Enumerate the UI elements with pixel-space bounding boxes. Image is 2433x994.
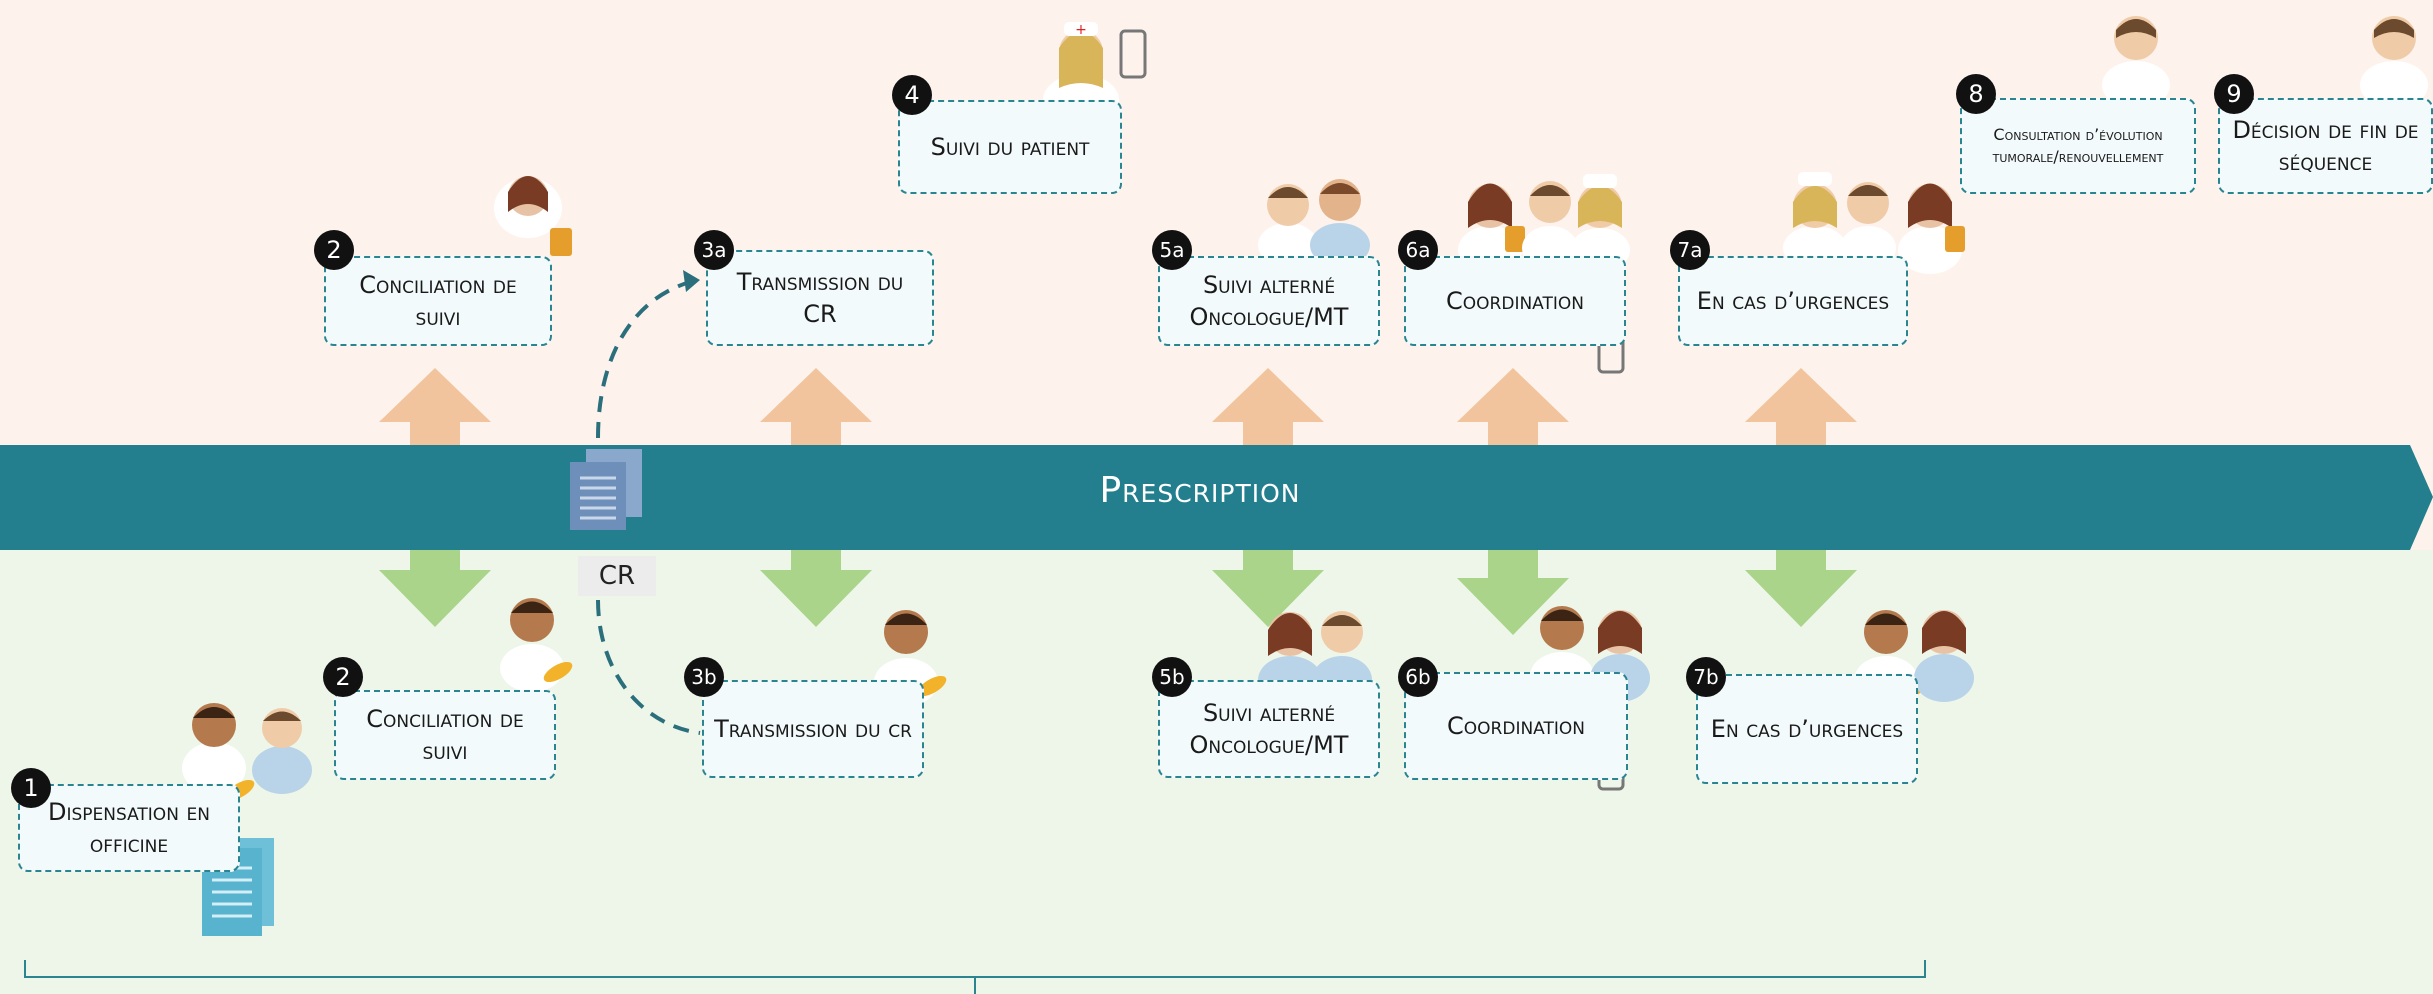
step-6a-box[interactable]: Coordination bbox=[1404, 256, 1626, 346]
oncologist-and-gp-icon bbox=[1258, 179, 1370, 267]
step-number-badge: 4 bbox=[892, 75, 932, 115]
down-arrow-7b bbox=[1745, 550, 1857, 627]
step-6b-box[interactable]: Coordination bbox=[1404, 672, 1628, 780]
prescription-label: Prescription bbox=[1099, 470, 1301, 511]
up-arrows bbox=[379, 368, 1857, 445]
step-4-box[interactable]: Suivi du patient bbox=[898, 100, 1122, 194]
down-arrows bbox=[379, 550, 1857, 635]
step-number-badge: 2 bbox=[323, 657, 363, 697]
step-label: Décision de fin de séquence bbox=[2232, 115, 2419, 176]
down-arrow-3b bbox=[760, 550, 872, 627]
step-label: Coordination bbox=[1447, 711, 1585, 740]
svg-text:+: + bbox=[1075, 22, 1087, 38]
up-arrow-7a bbox=[1745, 368, 1857, 445]
step-label: Suivi alterné Oncologue/MT bbox=[1189, 698, 1349, 759]
step-number-badge: 6b bbox=[1398, 657, 1438, 697]
transmission-path-lower bbox=[596, 599, 701, 735]
step-number-badge: 7a bbox=[1670, 230, 1710, 270]
step-label: Consultation d’évolution tumorale/renouv… bbox=[1992, 125, 2164, 166]
step-5b-box[interactable]: Suivi alterné Oncologue/MT bbox=[1158, 680, 1380, 778]
timeline-bracket bbox=[24, 960, 1926, 994]
step-7b-box[interactable]: En cas d’urgences bbox=[1696, 674, 1918, 784]
down-arrow-2 bbox=[379, 550, 491, 627]
step-1-box[interactable]: Dispensation en officine bbox=[18, 784, 240, 872]
step-2-top-box[interactable]: Conciliation de suivi bbox=[324, 256, 552, 346]
step-label: En cas d’urgences bbox=[1696, 286, 1890, 315]
step-8-box[interactable]: Consultation d’évolution tumorale/renouv… bbox=[1960, 98, 2196, 194]
step-label: Dispensation en officine bbox=[48, 797, 210, 858]
up-arrow-3a bbox=[760, 368, 872, 445]
step-label: En cas d’urgences bbox=[1710, 714, 1904, 743]
pharmacist-and-patient-icon bbox=[182, 703, 312, 801]
transmission-path bbox=[596, 280, 691, 439]
step-label: Coordination bbox=[1446, 286, 1584, 315]
step-label: Suivi alterné Oncologue/MT bbox=[1189, 270, 1349, 331]
down-arrow-5b bbox=[1212, 550, 1324, 627]
step-label: Conciliation de suivi bbox=[359, 270, 517, 331]
doctor-icon bbox=[2360, 16, 2428, 109]
step-2-bottom-box[interactable]: Conciliation de suivi bbox=[334, 690, 556, 780]
step-number-badge: 7b bbox=[1686, 657, 1726, 697]
step-label: Transmission du CR bbox=[736, 267, 904, 328]
up-arrow-2 bbox=[379, 368, 491, 445]
step-number-badge: 3b bbox=[684, 657, 724, 697]
pharmacist-icon bbox=[500, 598, 573, 692]
step-number-badge: 8 bbox=[1956, 74, 1996, 114]
hospital-band bbox=[0, 0, 2433, 445]
step-number-badge: 6a bbox=[1398, 230, 1438, 270]
step-number-badge: 2 bbox=[314, 230, 354, 270]
step-number-badge: 1 bbox=[11, 768, 51, 808]
transmission-arrowhead bbox=[683, 270, 700, 292]
step-7a-box[interactable]: En cas d’urgences bbox=[1678, 256, 1908, 346]
up-arrow-6a bbox=[1457, 368, 1569, 445]
step-label: Transmission du cr bbox=[714, 714, 912, 743]
doctor-icon bbox=[2102, 16, 2170, 109]
step-number-badge: 3a bbox=[694, 230, 734, 270]
cr-label: CR bbox=[578, 556, 656, 596]
step-3b-box[interactable]: Transmission du cr bbox=[702, 680, 924, 778]
step-number-badge: 5b bbox=[1152, 657, 1192, 697]
up-arrow-5a bbox=[1212, 368, 1324, 445]
pharmacist-icon bbox=[494, 176, 572, 256]
cr-document-icon bbox=[570, 449, 642, 530]
down-arrow-6b bbox=[1457, 550, 1569, 635]
step-9-box[interactable]: Décision de fin de séquence bbox=[2218, 98, 2433, 194]
step-3a-box[interactable]: Transmission du CR bbox=[706, 250, 934, 346]
step-label: Conciliation de suivi bbox=[366, 704, 524, 765]
step-number-badge: 9 bbox=[2214, 74, 2254, 114]
step-label: Suivi du patient bbox=[930, 132, 1090, 161]
step-5a-box[interactable]: Suivi alterné Oncologue/MT bbox=[1158, 256, 1380, 346]
emergency-team-icon bbox=[1783, 172, 1965, 274]
step-number-badge: 5a bbox=[1152, 230, 1192, 270]
